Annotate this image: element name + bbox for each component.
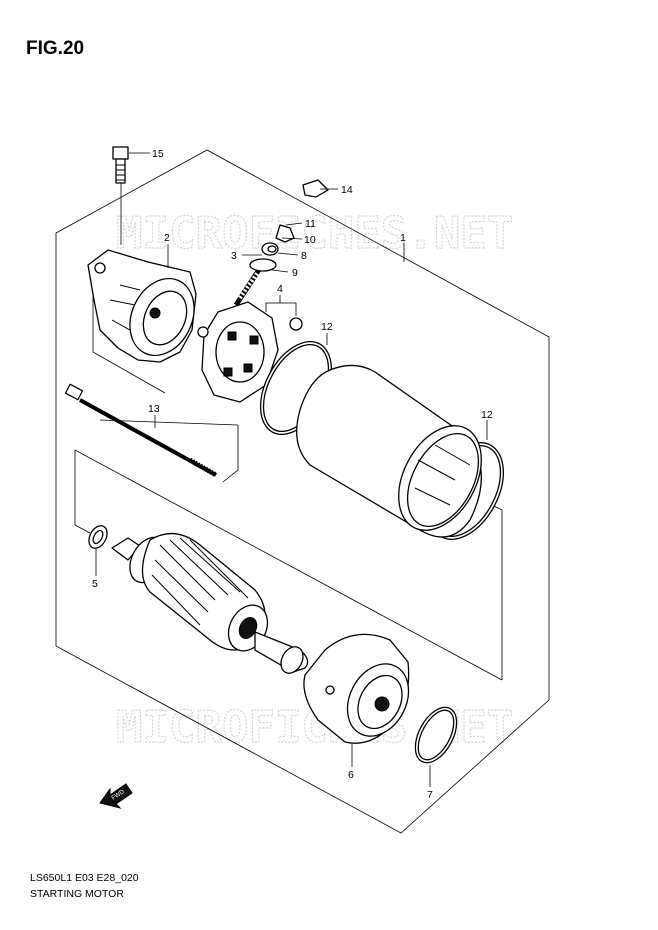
callout-10: 10: [304, 234, 316, 246]
part-15-bolt: [112, 146, 129, 245]
watermark-top: MICROFICHES.NET: [116, 208, 513, 259]
callout-12-front: 12: [481, 409, 493, 421]
callout-9: 9: [292, 267, 298, 279]
armature-frame: [74, 449, 503, 681]
figure-title: FIG.20: [26, 38, 85, 59]
callout-4: 4: [277, 283, 283, 295]
callout-12-rear: 12: [321, 321, 333, 333]
part-13-long-bolt: [64, 383, 218, 478]
assembly-frame: [55, 149, 550, 834]
callout-5: 5: [92, 578, 98, 590]
part-1-yoke: [296, 364, 482, 538]
yoke-frame: [491, 504, 503, 680]
callout-8: 8: [301, 250, 307, 262]
callout-15: 15: [152, 148, 164, 160]
part-6-housing: [303, 633, 410, 744]
callout-3: 3: [231, 250, 237, 262]
figure-code: LS650L1 E03 E28_020: [30, 872, 139, 884]
callout-14: 14: [341, 184, 353, 196]
callout-13: 13: [148, 403, 160, 415]
callout-2: 2: [164, 232, 170, 244]
callout-1: 1: [400, 232, 406, 244]
callout-7: 7: [427, 789, 433, 801]
callout-11: 11: [305, 218, 316, 230]
part-4-brush-holder: [197, 301, 303, 403]
armature: [111, 533, 309, 674]
fwd-arrow-icon: FWD: [99, 783, 133, 809]
part-2-end-cover: [87, 249, 197, 363]
terminal-hardware: [233, 179, 329, 307]
callout-6: 6: [348, 769, 354, 781]
figure-name: STARTING MOTOR: [30, 888, 124, 900]
